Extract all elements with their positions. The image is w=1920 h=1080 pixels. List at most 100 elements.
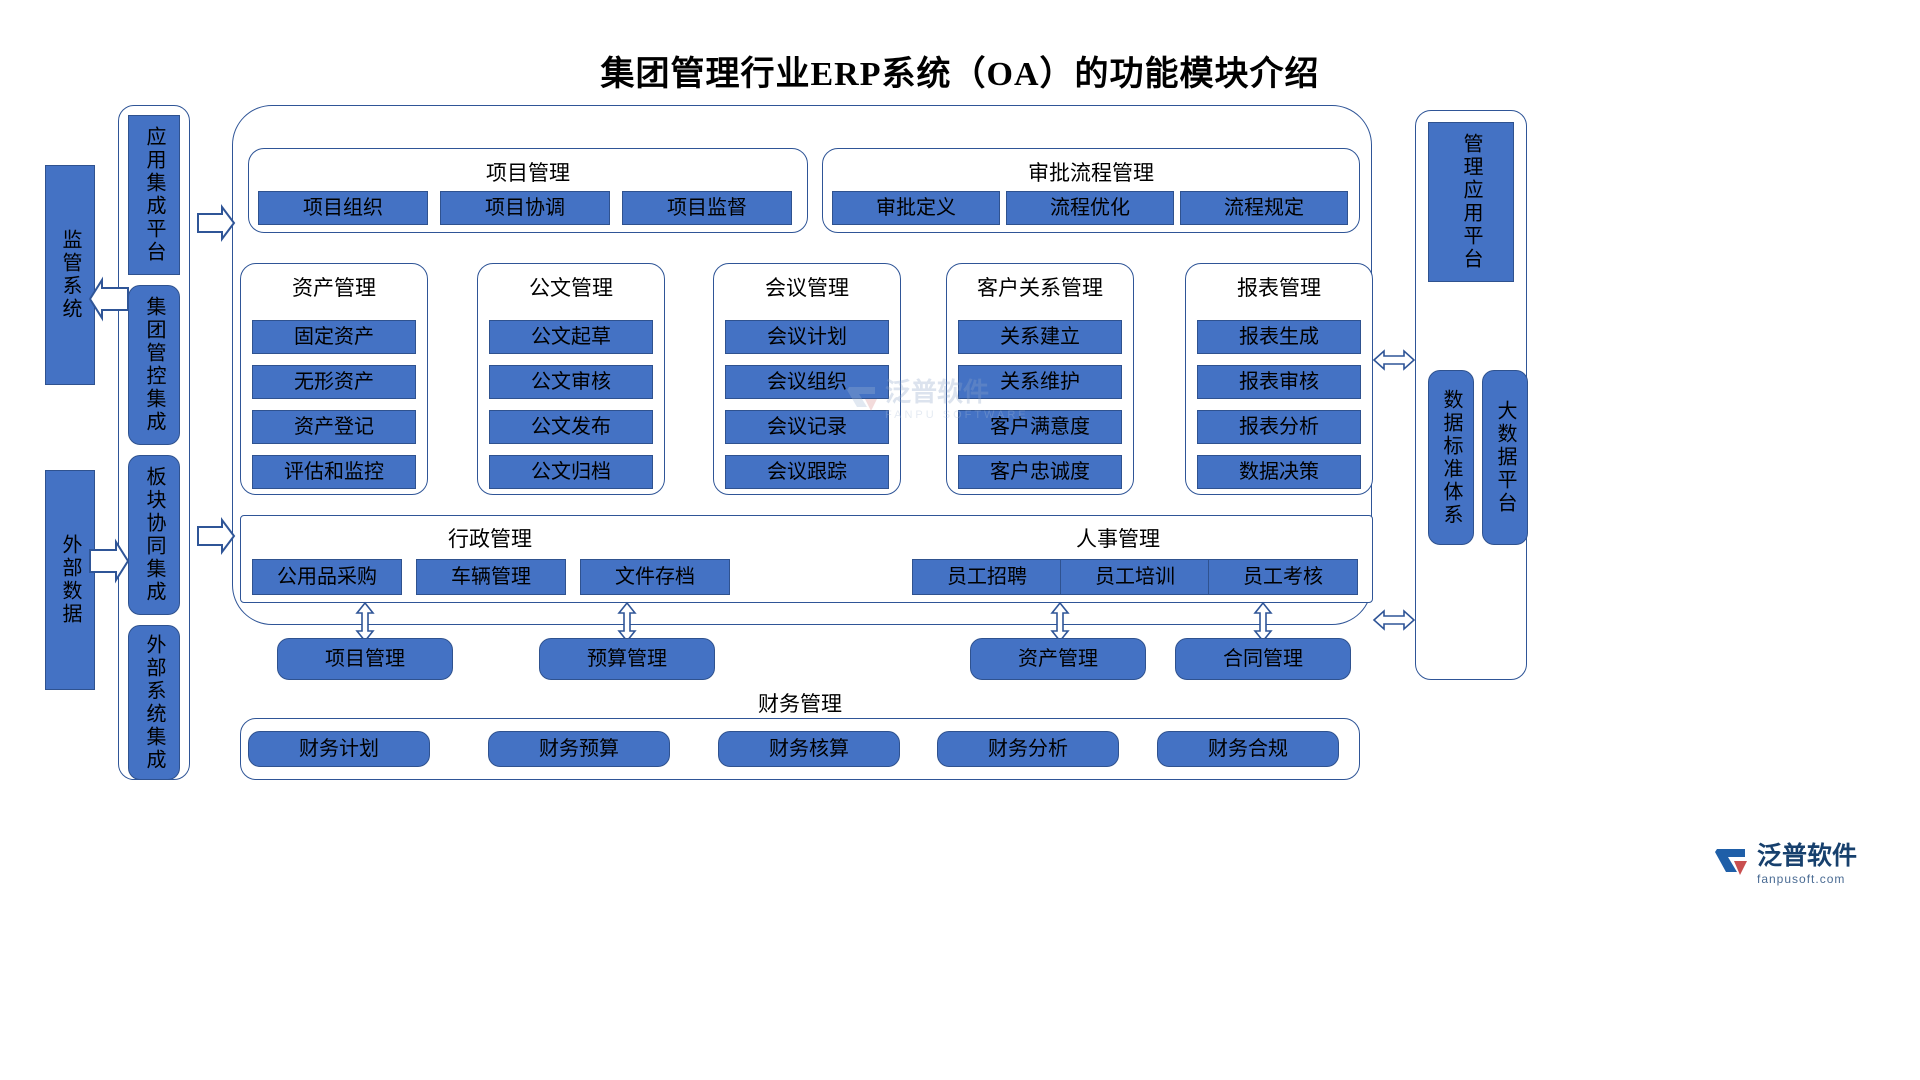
module-employee-recruitment[interactable]: 员工招聘 (912, 559, 1062, 595)
module-financial-plan[interactable]: 财务计划 (248, 731, 430, 767)
module-employee-training[interactable]: 员工培训 (1060, 559, 1210, 595)
module-financial-accounting[interactable]: 财务核算 (718, 731, 900, 767)
group-project-management-title: 项目管理 (486, 161, 570, 185)
module-intangible-assets[interactable]: 无形资产 (252, 365, 416, 399)
module-document-archiving-label: 公文归档 (531, 461, 611, 483)
module-vehicle-management[interactable]: 车辆管理 (416, 559, 566, 595)
platform-big-data[interactable]: 大数据平台 (1482, 370, 1528, 545)
external-box-supervision: 监管系统 (45, 165, 95, 385)
module-meeting-minutes-label: 会议记录 (767, 416, 847, 438)
module-report-generation-label: 报表生成 (1239, 326, 1319, 348)
module-financial-budget-label: 财务预算 (539, 738, 619, 760)
linked-module-contract-management[interactable]: 合同管理 (1175, 638, 1351, 680)
module-asset-registration[interactable]: 资产登记 (252, 410, 416, 444)
module-document-publishing-label: 公文发布 (531, 416, 611, 438)
brand-logo-icon (1715, 849, 1747, 875)
module-data-decision[interactable]: 数据决策 (1197, 455, 1361, 489)
module-financial-budget[interactable]: 财务预算 (488, 731, 670, 767)
module-report-analysis[interactable]: 报表分析 (1197, 410, 1361, 444)
integration-group-control-label: 集团管控集成 (143, 296, 165, 434)
integration-app-platform[interactable]: 应用集成平台 (128, 115, 180, 275)
module-financial-compliance-label: 财务合规 (1208, 738, 1288, 760)
module-process-regulation[interactable]: 流程规定 (1180, 191, 1348, 225)
module-employee-appraisal-label: 员工考核 (1243, 566, 1323, 588)
brand-logo: 泛普软件 fanpusoft.com (1713, 836, 1857, 886)
module-file-archiving[interactable]: 文件存档 (580, 559, 730, 595)
module-vehicle-management-label: 车辆管理 (451, 566, 531, 588)
page-title: 集团管理行业ERP系统（OA）的功能模块介绍 (600, 56, 1320, 93)
module-customer-satisfaction[interactable]: 客户满意度 (958, 410, 1122, 444)
group-meeting-management-title: 会议管理 (765, 276, 849, 300)
module-project-coordination[interactable]: 项目协调 (440, 191, 610, 225)
module-employee-recruitment-label: 员工招聘 (947, 566, 1027, 588)
band-admin-title: 行政管理 (448, 527, 532, 551)
group-approval-process-management-title: 审批流程管理 (1028, 161, 1154, 185)
linked-module-project-management-label: 项目管理 (325, 648, 405, 670)
integration-external-system[interactable]: 外部系统集成 (128, 625, 180, 780)
module-file-archiving-label: 文件存档 (615, 566, 695, 588)
linked-module-asset-management[interactable]: 资产管理 (970, 638, 1146, 680)
module-fixed-assets[interactable]: 固定资产 (252, 320, 416, 354)
platform-data-standard-system[interactable]: 数据标准体系 (1428, 370, 1474, 545)
module-financial-analysis[interactable]: 财务分析 (937, 731, 1119, 767)
module-document-drafting-label: 公文起草 (531, 326, 611, 348)
module-process-regulation-label: 流程规定 (1224, 197, 1304, 219)
brand-logo-subtext: fanpusoft.com (1757, 872, 1846, 886)
platform-management-application[interactable]: 管理应用平台 (1428, 122, 1514, 282)
module-approval-definition[interactable]: 审批定义 (832, 191, 1000, 225)
group-asset-management-title: 资产管理 (292, 276, 376, 300)
brand-logo-text: 泛普软件 (1757, 842, 1858, 870)
module-document-drafting[interactable]: 公文起草 (489, 320, 653, 354)
module-project-coordination-label: 项目协调 (485, 197, 565, 219)
module-customer-satisfaction-label: 客户满意度 (990, 416, 1090, 438)
module-project-supervision[interactable]: 项目监督 (622, 191, 792, 225)
integration-sector-collab[interactable]: 板块协同集成 (128, 455, 180, 615)
module-financial-accounting-label: 财务核算 (769, 738, 849, 760)
module-employee-appraisal[interactable]: 员工考核 (1208, 559, 1358, 595)
module-document-publishing[interactable]: 公文发布 (489, 410, 653, 444)
module-financial-plan-label: 财务计划 (299, 738, 379, 760)
module-customer-loyalty[interactable]: 客户忠诚度 (958, 455, 1122, 489)
platform-big-data-label: 大数据平台 (1494, 400, 1516, 515)
linked-module-budget-management[interactable]: 预算管理 (539, 638, 715, 680)
module-meeting-organization-label: 会议组织 (767, 371, 847, 393)
module-process-optimization-label: 流程优化 (1050, 197, 1130, 219)
group-report-management-title: 报表管理 (1237, 276, 1321, 300)
integration-sector-collab-label: 板块协同集成 (143, 466, 165, 604)
module-process-optimization[interactable]: 流程优化 (1006, 191, 1174, 225)
external-box-external-data-label: 外部数据 (59, 534, 81, 626)
module-fixed-assets-label: 固定资产 (294, 326, 374, 348)
module-assessment-monitoring[interactable]: 评估和监控 (252, 455, 416, 489)
module-report-review-label: 报表审核 (1239, 371, 1319, 393)
module-relationship-maintenance[interactable]: 关系维护 (958, 365, 1122, 399)
integration-app-platform-label: 应用集成平台 (143, 126, 165, 264)
module-relationship-maintenance-label: 关系维护 (1000, 371, 1080, 393)
module-meeting-plan-label: 会议计划 (767, 326, 847, 348)
module-meeting-tracking[interactable]: 会议跟踪 (725, 455, 889, 489)
module-document-archiving[interactable]: 公文归档 (489, 455, 653, 489)
module-document-review[interactable]: 公文审核 (489, 365, 653, 399)
module-document-review-label: 公文审核 (531, 371, 611, 393)
module-office-supplies-procurement[interactable]: 公用品采购 (252, 559, 402, 595)
module-report-generation[interactable]: 报表生成 (1197, 320, 1361, 354)
arrow-to-supervision (88, 276, 130, 322)
module-employee-training-label: 员工培训 (1095, 566, 1175, 588)
module-meeting-minutes[interactable]: 会议记录 (725, 410, 889, 444)
arrow-integration-to-core-bottom (196, 517, 236, 555)
module-asset-registration-label: 资产登记 (294, 416, 374, 438)
module-financial-compliance[interactable]: 财务合规 (1157, 731, 1339, 767)
linked-module-budget-management-label: 预算管理 (587, 648, 667, 670)
module-assessment-monitoring-label: 评估和监控 (284, 461, 384, 483)
linked-module-project-management[interactable]: 项目管理 (277, 638, 453, 680)
module-meeting-plan[interactable]: 会议计划 (725, 320, 889, 354)
module-report-analysis-label: 报表分析 (1239, 416, 1319, 438)
module-meeting-organization[interactable]: 会议组织 (725, 365, 889, 399)
module-project-supervision-label: 项目监督 (667, 197, 747, 219)
module-relationship-building-label: 关系建立 (1000, 326, 1080, 348)
module-project-organization[interactable]: 项目组织 (258, 191, 428, 225)
double-arrow-core-to-platform-bottom (1372, 608, 1416, 632)
integration-group-control[interactable]: 集团管控集成 (128, 285, 180, 445)
module-relationship-building[interactable]: 关系建立 (958, 320, 1122, 354)
module-report-review[interactable]: 报表审核 (1197, 365, 1361, 399)
double-arrow-core-to-platform-top (1372, 348, 1416, 372)
